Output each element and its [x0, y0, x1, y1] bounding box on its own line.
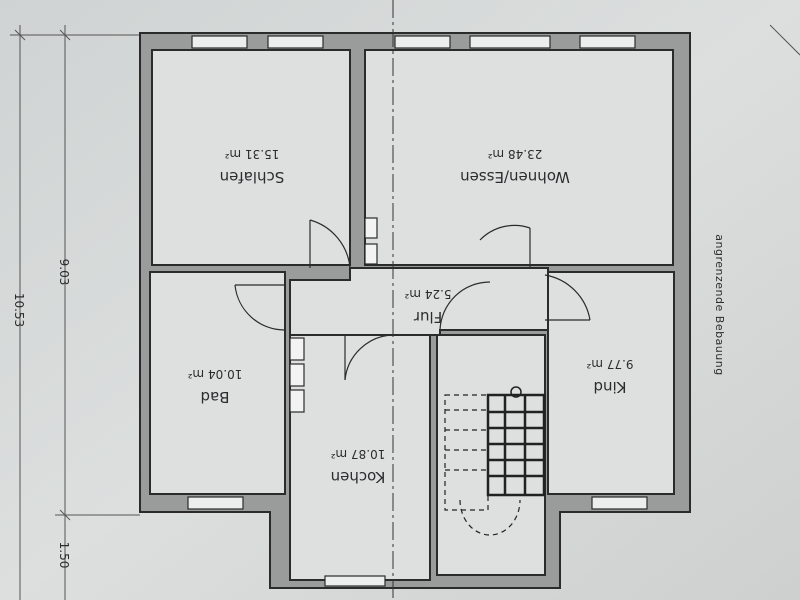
windows: [187, 35, 648, 587]
label-kind: Kind 9.77 m²: [586, 357, 633, 396]
room-area: 10.87 m²: [330, 447, 385, 461]
room-area: 10.04 m²: [187, 367, 242, 381]
room-area: 5.24 m²: [404, 287, 451, 301]
room-name: Kind: [593, 378, 626, 396]
label-wohnen-essen: Wohnen/Essen 23.48 m²: [460, 147, 570, 186]
room-name: Kochen: [331, 468, 386, 486]
shafts: [289, 217, 378, 413]
room-area: 9.77 m²: [586, 357, 633, 371]
room-area: 15.31 m²: [224, 147, 279, 161]
room-name: Wohnen/Essen: [460, 168, 570, 186]
label-kochen: Kochen 10.87 m²: [330, 447, 385, 486]
room-kind: [547, 271, 675, 495]
dimension-10-53: 10.53: [12, 293, 26, 327]
label-flur: Flur 5.24 m²: [404, 287, 451, 326]
staircase: [444, 386, 546, 536]
room-stairs: [436, 334, 546, 576]
room-name: Schlafen: [220, 168, 285, 186]
dimension-lines: [10, 24, 800, 600]
room-name: Bad: [200, 388, 229, 406]
room-wohnen-essen: [364, 49, 674, 266]
room-bad: [149, 271, 286, 495]
label-bad: Bad 10.04 m²: [187, 367, 242, 406]
dimension-1-50: 1.50: [57, 542, 71, 569]
dimension-9-03: 9.03: [57, 259, 71, 286]
room-area: 23.48 m²: [487, 147, 542, 161]
room-schlafen: [151, 49, 351, 266]
adjacent-building-note: angrenzende Bebauung: [713, 234, 726, 375]
door-swings: [234, 219, 591, 381]
room-name: Flur: [413, 308, 442, 326]
label-schlafen: Schlafen 15.31 m²: [220, 147, 285, 186]
